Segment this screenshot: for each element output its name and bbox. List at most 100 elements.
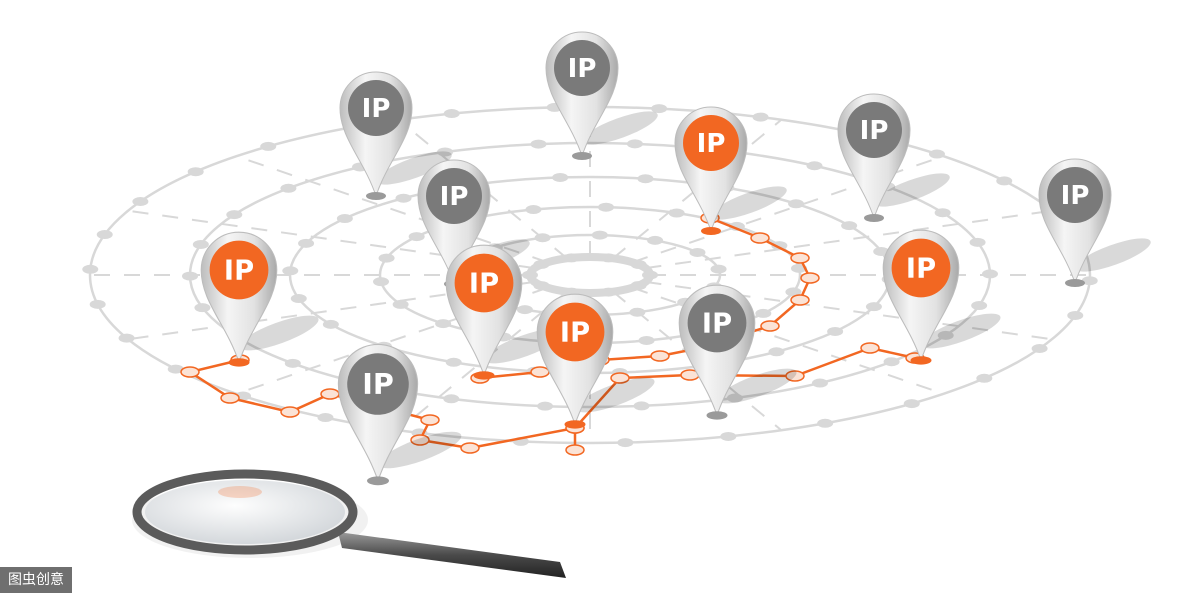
network-node bbox=[785, 287, 802, 297]
route-node bbox=[530, 366, 550, 378]
network-node bbox=[336, 214, 353, 224]
route-node bbox=[460, 442, 480, 454]
network-node bbox=[118, 333, 135, 343]
pin-ip-9-label: IP bbox=[560, 317, 590, 348]
network-node bbox=[755, 308, 772, 318]
location-pin-icon: IP bbox=[1038, 158, 1151, 287]
network-node bbox=[280, 183, 297, 193]
network-node bbox=[934, 208, 951, 218]
route-node bbox=[320, 388, 340, 400]
route-node bbox=[800, 272, 820, 284]
network-node bbox=[591, 230, 608, 240]
pin-ip-11-label: IP bbox=[906, 253, 936, 284]
network-node bbox=[841, 221, 858, 231]
network-node bbox=[282, 266, 299, 276]
route-node bbox=[280, 406, 300, 418]
pin-ip-10-label: IP bbox=[702, 308, 732, 339]
network-node bbox=[996, 176, 1013, 186]
network-node bbox=[290, 294, 307, 304]
network-node bbox=[710, 264, 727, 274]
route-node bbox=[610, 372, 630, 384]
location-pin-icon: IP bbox=[200, 231, 319, 367]
network-node bbox=[865, 302, 882, 312]
network-node bbox=[971, 301, 988, 311]
pin-ip-3-label: IP bbox=[697, 129, 726, 159]
network-node bbox=[637, 174, 654, 184]
route-node bbox=[860, 342, 880, 354]
location-pin-icon: IP bbox=[536, 293, 655, 429]
network-node bbox=[192, 239, 209, 249]
location-pin-icon: IP bbox=[545, 31, 658, 160]
route-node bbox=[650, 350, 670, 362]
route-node bbox=[790, 294, 810, 306]
route-node bbox=[785, 370, 805, 382]
network-node bbox=[651, 104, 668, 114]
network-node bbox=[82, 264, 99, 274]
route-node bbox=[565, 444, 585, 456]
network-node bbox=[322, 319, 339, 329]
network-node bbox=[1081, 276, 1098, 286]
route-node bbox=[410, 434, 430, 446]
network-node bbox=[981, 269, 998, 279]
network-node bbox=[626, 139, 643, 149]
pin-ip-1-label: IP bbox=[362, 94, 391, 124]
network-node bbox=[873, 246, 890, 256]
network-node bbox=[771, 241, 788, 251]
network-node bbox=[525, 205, 542, 215]
route-node bbox=[420, 414, 440, 426]
network-node bbox=[638, 335, 655, 345]
location-pin-icon: IP bbox=[837, 93, 950, 222]
network-node bbox=[378, 253, 395, 263]
location-pin-icon: IP bbox=[337, 343, 462, 486]
network-node bbox=[392, 299, 409, 309]
network-node bbox=[928, 149, 945, 159]
network-node bbox=[768, 347, 785, 357]
network-node bbox=[443, 394, 460, 404]
route-node bbox=[180, 366, 200, 378]
network-node bbox=[969, 237, 986, 247]
network-node bbox=[96, 230, 113, 240]
network-node bbox=[317, 413, 334, 423]
network-node bbox=[395, 193, 412, 203]
pin-ip-7-label: IP bbox=[224, 255, 254, 286]
watermark-label: 图虫创意 bbox=[0, 567, 72, 593]
magnifying-glass-icon bbox=[132, 469, 566, 578]
network-node bbox=[408, 232, 425, 242]
network-node bbox=[817, 418, 834, 428]
network-node bbox=[720, 431, 737, 441]
network-node bbox=[806, 161, 823, 171]
pin-ip-6-label: IP bbox=[1061, 181, 1090, 211]
pin-ip-4-label: IP bbox=[860, 116, 889, 146]
network-node bbox=[827, 326, 844, 336]
network-node bbox=[182, 271, 199, 281]
network-node bbox=[132, 197, 149, 207]
location-pin-icon: IP bbox=[678, 284, 797, 420]
network-node bbox=[563, 253, 580, 263]
route-node bbox=[760, 320, 780, 332]
network-node bbox=[226, 210, 243, 220]
network-node bbox=[976, 373, 993, 383]
network-node bbox=[600, 287, 617, 297]
network-node bbox=[167, 364, 184, 374]
network-node bbox=[537, 401, 554, 411]
network-node bbox=[689, 247, 706, 257]
network-node bbox=[373, 277, 390, 287]
network-node bbox=[811, 378, 828, 388]
pin-ip-8-label: IP bbox=[469, 268, 499, 299]
network-node bbox=[443, 109, 460, 119]
pin-ip-12-label: IP bbox=[362, 367, 394, 401]
location-pin-icon: IP bbox=[882, 229, 1001, 365]
network-node bbox=[89, 299, 106, 309]
location-pin-icon: IP bbox=[674, 106, 787, 235]
network-node bbox=[788, 199, 805, 209]
route-node bbox=[220, 392, 240, 404]
network-node bbox=[284, 358, 301, 368]
pin-ip-2-label: IP bbox=[568, 54, 597, 84]
network-node bbox=[1031, 343, 1048, 353]
network-node bbox=[903, 399, 920, 409]
route-node bbox=[790, 252, 810, 264]
network-node bbox=[647, 235, 664, 245]
network-node bbox=[937, 330, 954, 340]
